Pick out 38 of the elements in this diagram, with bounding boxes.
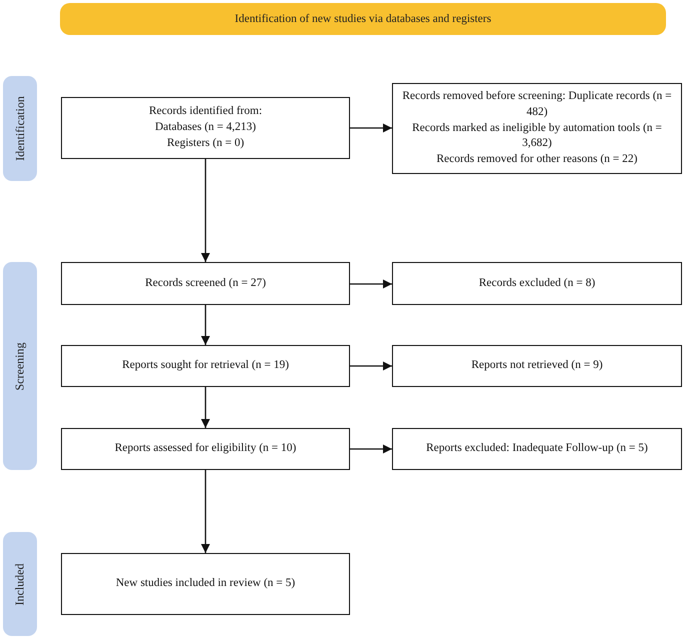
arrow — [350, 444, 392, 454]
process-box — [61, 262, 350, 305]
box-text: Records marked as ineligible by automation tools (n = 3,682) — [411, 120, 663, 152]
process-box — [61, 345, 350, 387]
process-box — [61, 97, 350, 159]
arrow — [201, 305, 210, 345]
process-box — [392, 83, 682, 174]
phase-band — [3, 76, 37, 181]
section-banner — [60, 3, 666, 35]
box-text: Records removed before screening: Duplicate records (n = 482) — [401, 88, 673, 120]
phase-label: Screening — [12, 342, 28, 390]
arrow — [201, 159, 210, 262]
banner-title: Identification of new studies via databases and registers — [234, 13, 492, 25]
arrow — [350, 280, 392, 288]
box-text: New studies included in review (n = 5) — [116, 576, 296, 592]
box-text: Reports not retrieved (n = 9) — [471, 358, 603, 374]
phase-label: Identification — [12, 96, 28, 161]
box-text: Records identified from: — [148, 104, 262, 120]
box-text: Records removed for other reasons (n = 22) — [436, 152, 638, 168]
box-text: Reports excluded: Inadequate Follow-up (n = 5) — [426, 441, 648, 456]
phase-band — [3, 262, 37, 470]
phase-band — [3, 532, 37, 636]
process-box — [392, 345, 682, 387]
process-box — [61, 553, 350, 615]
box-text: Records excluded (n = 8) — [478, 276, 596, 291]
phase-label: Included — [12, 563, 28, 605]
box-text: Records screened (n = 27) — [145, 276, 266, 291]
box-text: Databases (n = 4,213) — [154, 120, 256, 136]
arrow — [201, 387, 210, 428]
arrow — [201, 470, 210, 553]
process-box — [392, 428, 682, 470]
process-box — [392, 262, 682, 305]
arrow — [350, 124, 392, 132]
box-text: Reports sought for retrieval (n = 19) — [122, 358, 289, 374]
arrow — [350, 362, 392, 370]
box-text: Registers (n = 0) — [166, 136, 244, 151]
process-box — [61, 428, 350, 470]
box-text: Reports assessed for eligibility (n = 10) — [114, 441, 296, 456]
